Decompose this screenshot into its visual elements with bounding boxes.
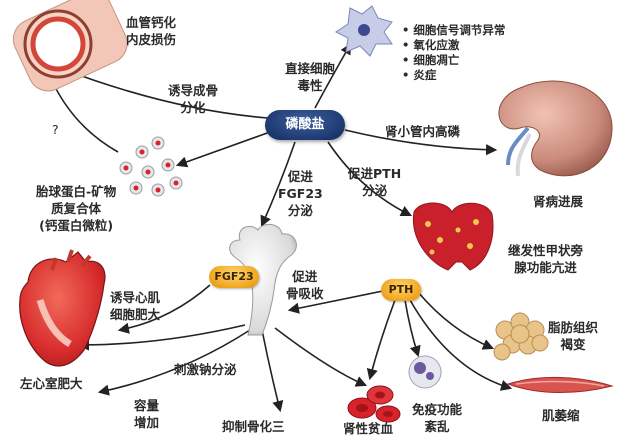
induce-hypertrophy-label: 诱导心肌 细胞肥大 [110,290,161,322]
induce-osteo-label: 诱导成骨 分化 [168,83,219,115]
cell-effects-list: 细胞信号调节异常 氧化应激 细胞凋亡 炎症 [402,23,505,83]
sodium-label: 刺激钠分泌 [174,362,237,377]
arrow-fgf23-to-heart [117,284,211,334]
cell-effect-item: 氧化应激 [402,38,505,53]
calcitriol-label: 抑制骨化三 [222,419,285,434]
bone-icon [229,224,297,336]
tubular-label: 肾小管内高磷 [385,124,461,139]
anemia-label: 肾性贫血 [343,421,394,436]
volume-label: 容量 增加 [134,398,160,430]
vessel-icon [12,0,128,92]
arrow-to-vascular [57,65,269,119]
arrow-to-pth [327,141,413,217]
arrow-bone-to-anemia [274,327,368,387]
immune-label: 免疫功能 紊乱 [412,402,463,434]
cell-effect-item: 细胞信号调节异常 [402,23,505,38]
arrow-bone-to-lvh [77,324,246,351]
arrow-pth-to-muscle [409,299,513,391]
fgf23-badge: FGF23 [209,266,259,288]
arrow-bone-to-calcitriol [261,329,284,413]
arrow-to-calciprotein [175,131,271,168]
thyroid-icon [412,202,494,271]
cell-effect-item: 细胞凋亡 [402,53,505,68]
arrow-pth-to-fat [417,291,495,350]
kidney-progress-label: 肾病进展 [533,194,584,209]
phosphate-node: 磷酸盐 [265,110,345,140]
cell-icon [335,5,393,57]
vascular-label: 血管钙化 内皮损伤 [126,15,177,47]
bone-resorption-label: 促进 骨吸收 [286,269,324,301]
kidney-icon [498,80,613,177]
immune-cell-icon [408,355,442,389]
muscle-label: 肌萎缩 [542,408,580,423]
arrow-pth-to-bone [287,289,389,314]
lvh-label: 左心室肥大 [20,376,83,391]
arrow-pth-to-immune [404,299,421,358]
question-mark: ? [52,122,59,137]
promote-fgf23-label: 促进 FGF23 分泌 [278,169,323,218]
pth-badge: PTH [381,279,421,301]
cell-effect-item: 炎症 [402,68,505,83]
arrows [46,43,513,413]
muscle-icon [506,376,614,393]
arrow-to-tubular [344,129,498,156]
arrow-bone-to-volume [97,329,251,396]
fat-tissue-icon [493,312,549,361]
direct-toxicity-label: 直接细胞 毒性 [285,61,336,93]
red-blood-cell-icon [347,385,401,423]
calciprotein-icon [119,136,183,197]
arrow-to-fgf23 [260,141,296,228]
promote-pth-label: 促进PTH 分泌 [348,166,402,198]
arrow-pth-to-anemia [366,299,396,381]
fetuin-label: 胎球蛋白-矿物 质复合体 (钙蛋白微粒) [36,184,117,233]
secondary-hpt-label: 继发性甲状旁 腺功能亢进 [508,243,584,275]
adipose-label: 脂肪组织 褐变 [548,320,599,352]
heart-icon [19,249,106,367]
